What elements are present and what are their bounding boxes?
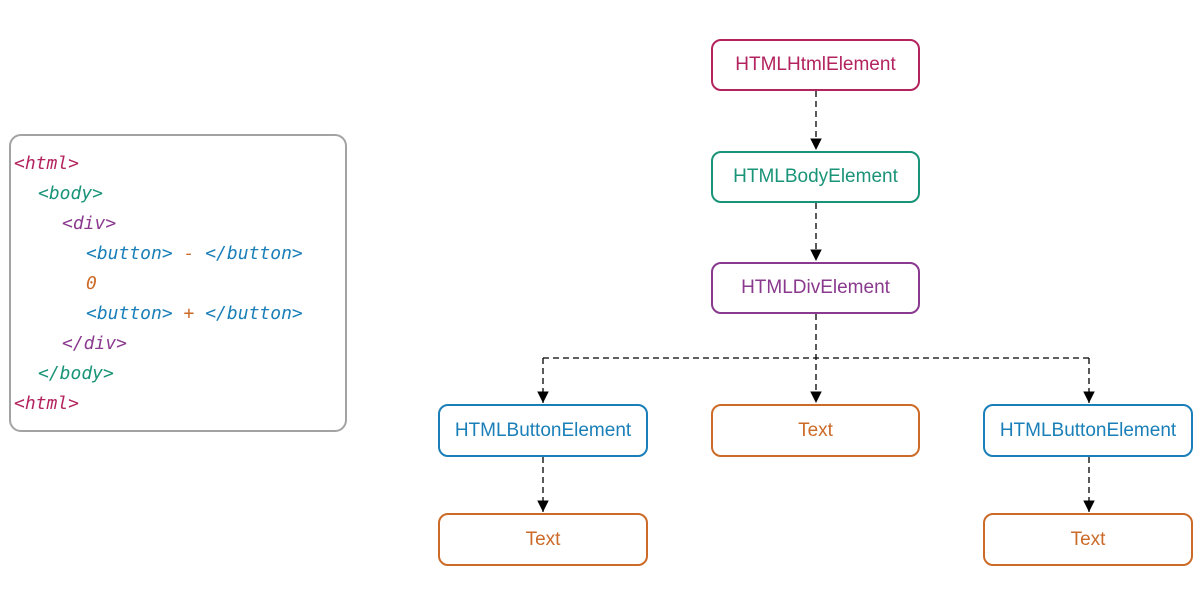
node-div-element: HTMLDivElement [711,262,920,314]
node-html-element-label: HTMLHtmlElement [735,54,896,75]
code-line-div-close: </div> [62,333,128,354]
node-button-element-left-label: HTMLButtonElement [454,419,632,441]
code-line-body-open: <body> [38,183,104,204]
node-button-element-right: HTMLButtonElement [983,404,1193,457]
code-line-div-open: <div> [62,213,117,234]
node-text-left: Text [438,513,648,566]
code-line-html-close: <html> [14,393,80,414]
node-button-element-right-label: HTMLButtonElement [999,419,1177,441]
node-text-left-label: Text [525,528,561,550]
node-text-middle-label: Text [798,419,833,441]
code-line-button-minus: <button> - </button> [86,243,303,264]
node-body-element: HTMLBodyElement [711,151,920,203]
code-line-count: 0 [86,273,97,294]
node-text-middle: Text [711,404,920,457]
node-div-element-label: HTMLDivElement [741,277,890,298]
code-line-button-plus: <button> + </button> [86,303,303,324]
node-button-element-left: HTMLButtonElement [438,404,648,457]
node-body-element-label: HTMLBodyElement [733,166,898,187]
node-text-right: Text [983,513,1193,566]
code-line-body-close: </body> [38,363,114,384]
code-panel [9,134,347,432]
node-html-element: HTMLHtmlElement [711,39,920,91]
code-line-html-open: <html> [14,153,80,174]
node-text-right-label: Text [1070,528,1106,550]
